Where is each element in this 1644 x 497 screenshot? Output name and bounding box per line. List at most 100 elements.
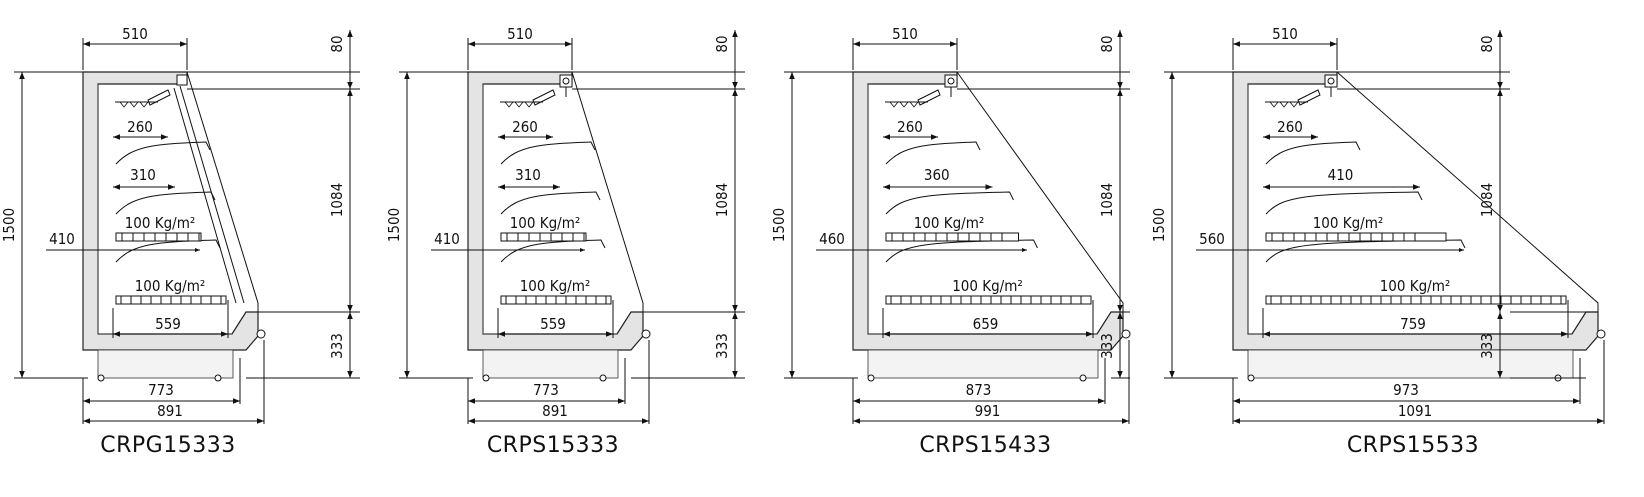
air-nozzle	[532, 89, 556, 106]
dim-shelf1-label: 260	[512, 118, 538, 136]
dim-top-band-label: 80	[1098, 35, 1116, 52]
dim-mid-band-label: 1084	[713, 183, 731, 217]
dim-height-label: 1500	[1150, 208, 1168, 242]
air-nozzle	[1297, 89, 1321, 106]
dim-shelf2-label: 410	[1328, 166, 1354, 184]
dim-shelf3-label: 560	[1199, 230, 1225, 248]
front-profile	[1336, 71, 1599, 312]
dim-shelf3-label: 460	[819, 230, 845, 248]
shelf-3	[1265, 239, 1466, 263]
load-base-label: 100 Kg/m²	[520, 277, 591, 295]
shelf-2	[885, 191, 1014, 215]
lamp-icon	[947, 77, 955, 85]
dim-depth-inner-label: 973	[1393, 381, 1419, 399]
grille-tooth-2	[1289, 101, 1299, 108]
shelf-load-bar	[1265, 232, 1447, 242]
dim-depth-total-label: 891	[542, 402, 568, 420]
dim-top-width-label: 510	[892, 25, 918, 43]
load-base-label: 100 Kg/m²	[135, 277, 206, 295]
dim-shelf3-label: 410	[434, 230, 460, 248]
dim-top-width-label: 510	[507, 25, 533, 43]
front-profile	[186, 71, 259, 312]
dim-depth-inner-label: 873	[966, 381, 992, 399]
grille-tooth-2	[139, 101, 149, 108]
shelf-2	[500, 191, 601, 215]
model-caption: CRPS15533	[1347, 433, 1479, 458]
dim-base-label: 559	[540, 315, 566, 333]
grille-tooth-2	[909, 101, 919, 108]
front-knob	[256, 329, 266, 339]
dim-height-label: 1500	[770, 208, 788, 242]
load-shelf-label: 100 Kg/m²	[510, 214, 581, 232]
grille-tooth-0	[1269, 101, 1279, 108]
dim-shelf1-label: 260	[1277, 118, 1303, 136]
dim-top-band-label: 80	[1478, 35, 1496, 52]
dim-shelf2-label: 310	[515, 166, 541, 184]
grille-tooth-0	[504, 101, 514, 108]
dim-base-label: 659	[973, 315, 999, 333]
shelf-3	[115, 239, 221, 263]
shelf-2	[115, 191, 216, 215]
dim-mid-band-label: 1084	[1478, 183, 1496, 217]
base-plinth	[1247, 349, 1574, 379]
load-shelf-label: 100 Kg/m²	[914, 214, 985, 232]
foot-right	[1079, 374, 1087, 382]
shelf-3	[885, 239, 1038, 263]
dim-shelf1-label: 260	[127, 118, 153, 136]
base-load-bar	[1265, 295, 1567, 305]
glass-pane-inner	[173, 87, 237, 304]
dim-shelf3-label: 410	[49, 230, 75, 248]
load-base-label: 100 Kg/m²	[952, 277, 1023, 295]
dim-depth-total-label: 991	[975, 402, 1001, 420]
dim-base-band-label: 333	[1478, 333, 1496, 359]
base-plinth	[867, 349, 1099, 379]
cabinet-shell	[467, 71, 644, 351]
dim-mid-band-label: 1084	[1098, 183, 1116, 217]
dim-depth-inner-label: 773	[148, 381, 174, 399]
grille-tooth-0	[889, 101, 899, 108]
dim-top-width-label: 510	[1272, 25, 1298, 43]
cabinet-shell	[852, 71, 1124, 351]
front-knob	[1596, 329, 1606, 339]
foot-right	[214, 374, 222, 382]
grille-tooth-1	[129, 101, 139, 108]
shelf-1	[1265, 141, 1361, 165]
dim-height-label: 1500	[0, 208, 18, 242]
dim-shelf1-label: 260	[897, 118, 923, 136]
base-plinth	[482, 349, 619, 379]
dim-height-label: 1500	[385, 208, 403, 242]
shelf-1	[885, 141, 981, 165]
load-shelf-label: 100 Kg/m²	[125, 214, 196, 232]
air-nozzle	[917, 89, 941, 106]
dim-base-label: 759	[1400, 315, 1426, 333]
dim-base-label: 559	[155, 315, 181, 333]
front-knob	[1121, 329, 1131, 339]
grille-tooth-1	[899, 101, 909, 108]
grille-tooth-0	[119, 101, 129, 108]
grille-tooth-2	[524, 101, 534, 108]
base-plinth	[97, 349, 234, 379]
model-caption: CRPS15333	[487, 433, 619, 458]
shelf-load-bar	[500, 232, 587, 242]
dim-base-band-label: 333	[1098, 333, 1116, 359]
shelf-1	[500, 141, 596, 165]
front-profile	[956, 71, 1124, 312]
shelf-load-bar	[885, 232, 1019, 242]
shelf-load-bar	[115, 232, 202, 242]
dim-depth-total-label: 1091	[1398, 402, 1432, 420]
lamp-icon	[1327, 77, 1335, 85]
grille-tooth-1	[514, 101, 524, 108]
cabinet-shell	[1232, 71, 1599, 351]
dim-top-width-label: 510	[122, 25, 148, 43]
foot-left	[1247, 374, 1255, 382]
cabinet-shell	[82, 71, 259, 351]
dim-shelf2-label: 310	[130, 166, 156, 184]
foot-right	[599, 374, 607, 382]
base-load-bar	[885, 295, 1092, 305]
shelf-1	[115, 141, 211, 165]
